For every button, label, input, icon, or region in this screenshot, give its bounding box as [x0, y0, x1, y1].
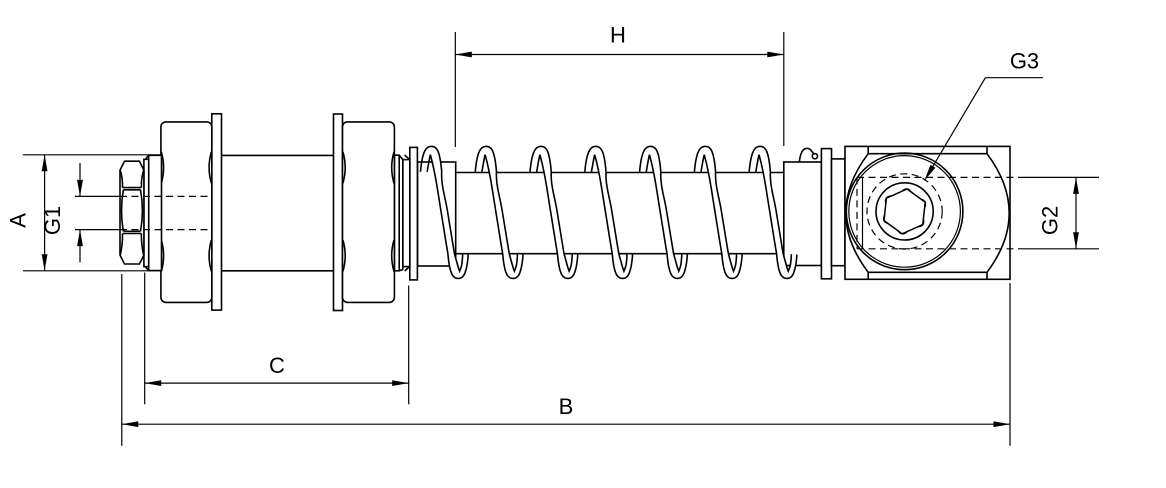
svg-text:G1: G1	[40, 206, 65, 235]
svg-text:G2: G2	[1038, 206, 1063, 235]
svg-text:A: A	[6, 213, 31, 228]
svg-text:H: H	[610, 23, 626, 48]
svg-text:C: C	[269, 353, 285, 378]
svg-text:G3: G3	[1010, 48, 1039, 73]
svg-text:B: B	[559, 394, 574, 419]
